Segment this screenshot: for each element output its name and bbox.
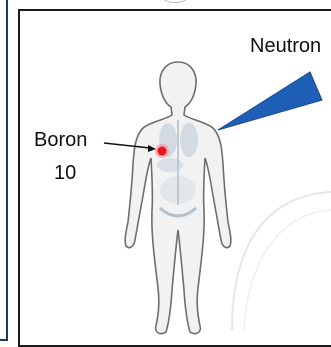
neutron-label: Neutron bbox=[250, 36, 321, 56]
liver bbox=[157, 158, 183, 172]
background-arc-inner bbox=[244, 210, 331, 330]
lung-right bbox=[180, 123, 198, 157]
boron-label: Boron bbox=[34, 130, 87, 150]
tumor-dot-icon bbox=[155, 144, 169, 158]
boron-number-label: 10 bbox=[54, 163, 76, 183]
human-body-outline-icon bbox=[125, 62, 231, 334]
neutron-beam-icon bbox=[218, 72, 322, 130]
